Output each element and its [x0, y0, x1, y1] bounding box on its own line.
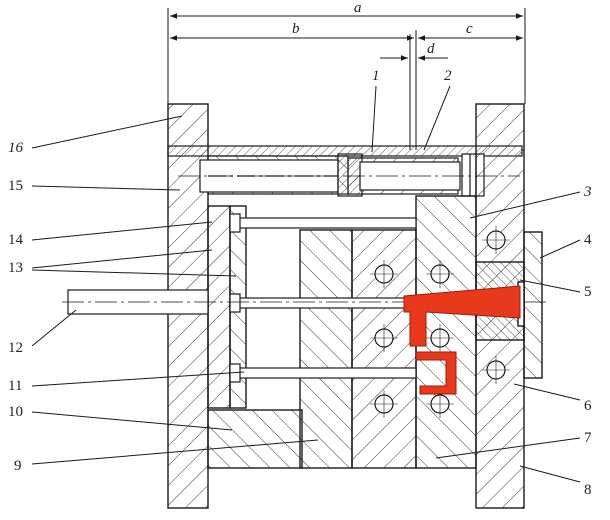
callout-8: 8: [584, 482, 592, 498]
callout-10: 10: [8, 404, 23, 420]
callout-2: 2: [444, 68, 452, 84]
core-plate: [299, 229, 417, 469]
guide-pillar-assembly: [167, 145, 523, 197]
callout-12: 12: [8, 340, 23, 356]
callout-5: 5: [584, 284, 592, 300]
callout-7: 7: [584, 430, 592, 446]
spacer-block: [207, 409, 303, 469]
callout-3: 3: [583, 184, 592, 200]
callout-9: 9: [14, 458, 22, 474]
dim-b-label: b: [292, 21, 300, 37]
callout-14: 14: [8, 232, 24, 248]
callout-6: 6: [584, 398, 592, 414]
callout-11: 11: [8, 378, 22, 394]
molded-part-runner: [403, 285, 521, 395]
callout-1: 1: [372, 68, 380, 84]
callout-4: 4: [584, 232, 592, 248]
dim-c-label: c: [466, 21, 473, 37]
locating-ring: [523, 231, 543, 379]
dim-a-label: a: [354, 0, 362, 16]
callout-13: 13: [8, 260, 23, 276]
dim-d-label: d: [427, 41, 435, 57]
callout-16: 16: [8, 140, 24, 156]
dimension-lines: [167, 8, 526, 150]
callout-leaders: [31, 85, 581, 483]
callout-15: 15: [8, 178, 23, 194]
